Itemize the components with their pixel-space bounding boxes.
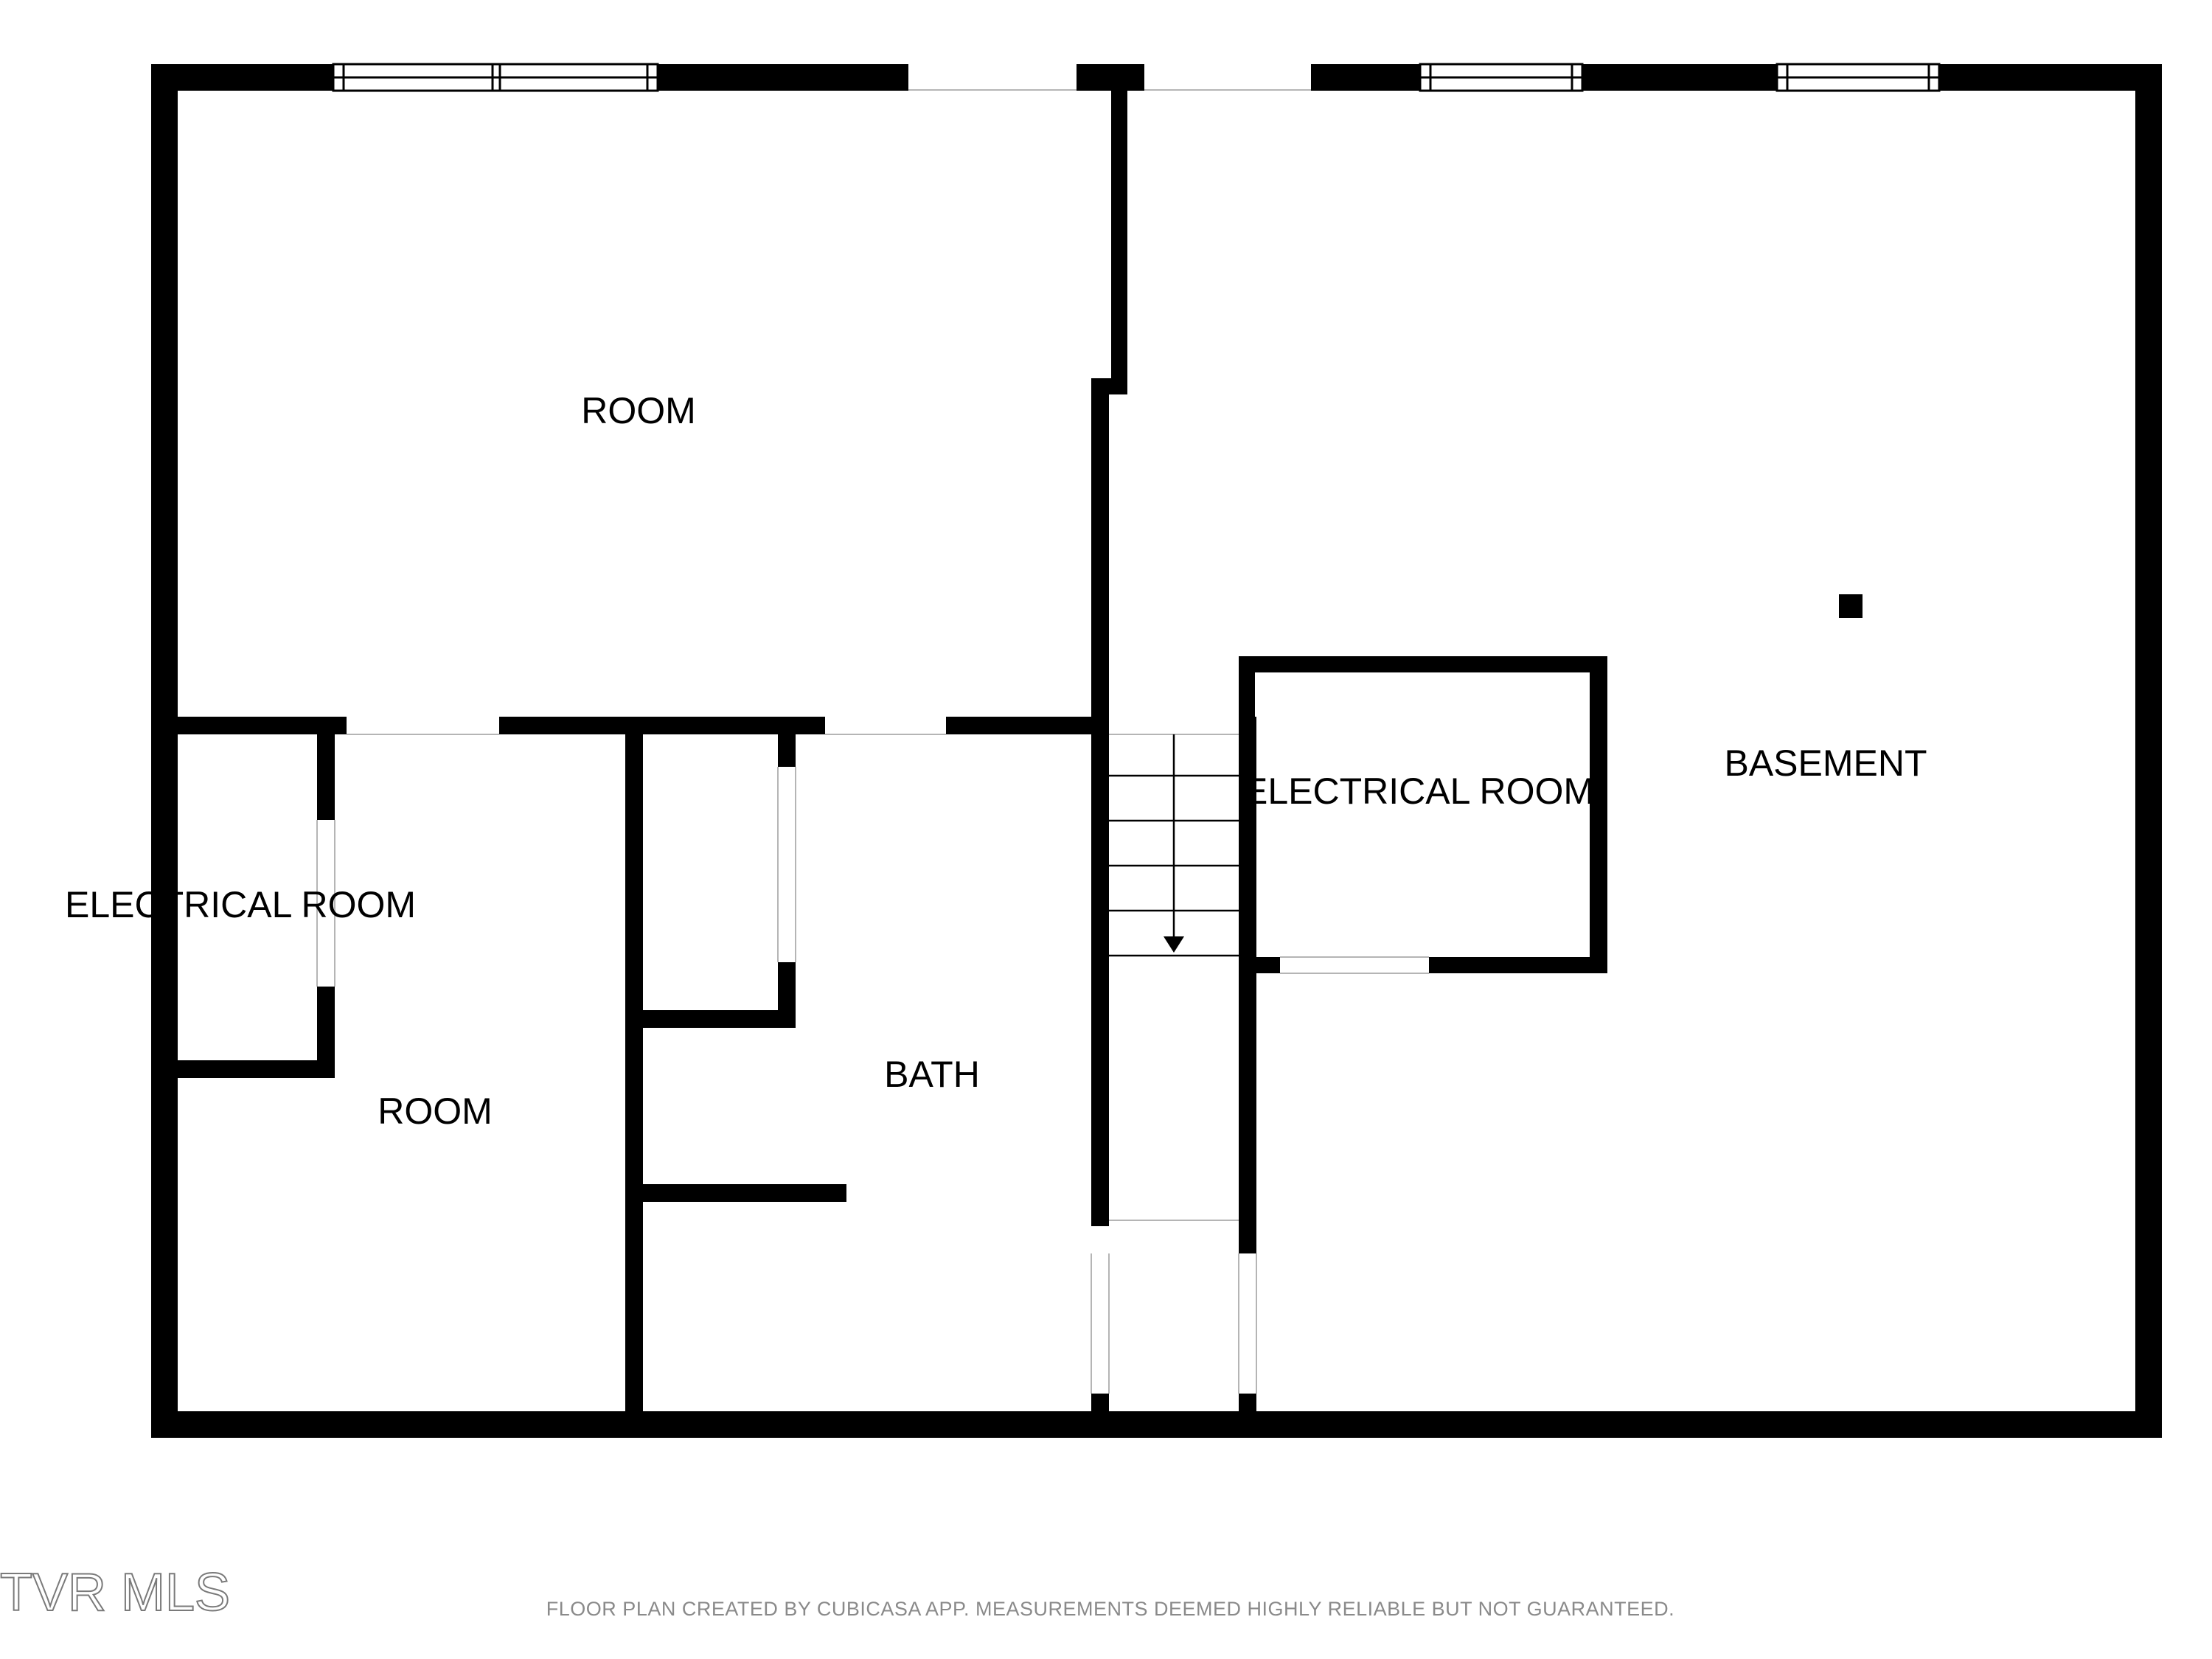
floor-plan-disclaimer: FLOOR PLAN CREATED BY CUBICASA APP. MEAS… [546,1598,1674,1620]
wall-elec-center-bottom-left [1239,957,1280,973]
wall-bath-shelf [625,1184,846,1202]
stair-arrow-icon [1164,936,1184,953]
wall-center-bottom-stub [1091,1394,1109,1438]
wall-elec-center-left [1239,656,1255,973]
wall-left [151,64,178,1438]
wall-closet-bottom [625,1010,796,1028]
wall-stair-right-lower [1239,959,1256,1253]
wall-elec-center-right [1590,656,1607,973]
wall-top-middle [1077,64,1144,91]
window-3 [1775,63,1941,92]
window-2 [1419,63,1584,92]
wall-center-upper [1111,64,1127,394]
electrical-room-label-center: ELECTRICAL ROOM [1243,771,1594,812]
wall-mid-1 [151,717,347,734]
wall-elec-center-bottom-right [1429,957,1607,973]
wall-right [2135,64,2162,1438]
wall-elec-left-bottom [151,1060,335,1078]
wall-center-mid [1091,378,1109,1226]
bath-label: BATH [884,1054,980,1095]
wall-stair-right-bottom [1239,1394,1256,1438]
basement-label: BASEMENT [1724,742,1927,784]
stairs [1109,734,1239,957]
wall-bottom [151,1411,2162,1438]
wall-mid-3 [946,717,1108,734]
electrical-room-label-left: ELECTRICAL ROOM [65,884,416,925]
wall-bath-left [625,728,643,1438]
walls [151,64,2162,1438]
openings [316,89,1429,1394]
wall-closet-upper [778,728,796,767]
wall-elec-center-top [1239,656,1607,672]
windows [332,63,1941,92]
wall-mid-2 [499,717,825,734]
basement-column [1839,594,1863,618]
room-label-top: ROOM [581,390,696,431]
mls-watermark: TVR MLS [0,1563,230,1622]
wall-elec-left-upper [317,717,335,820]
window-1 [332,63,659,92]
room-label-bottom: ROOM [378,1091,493,1132]
